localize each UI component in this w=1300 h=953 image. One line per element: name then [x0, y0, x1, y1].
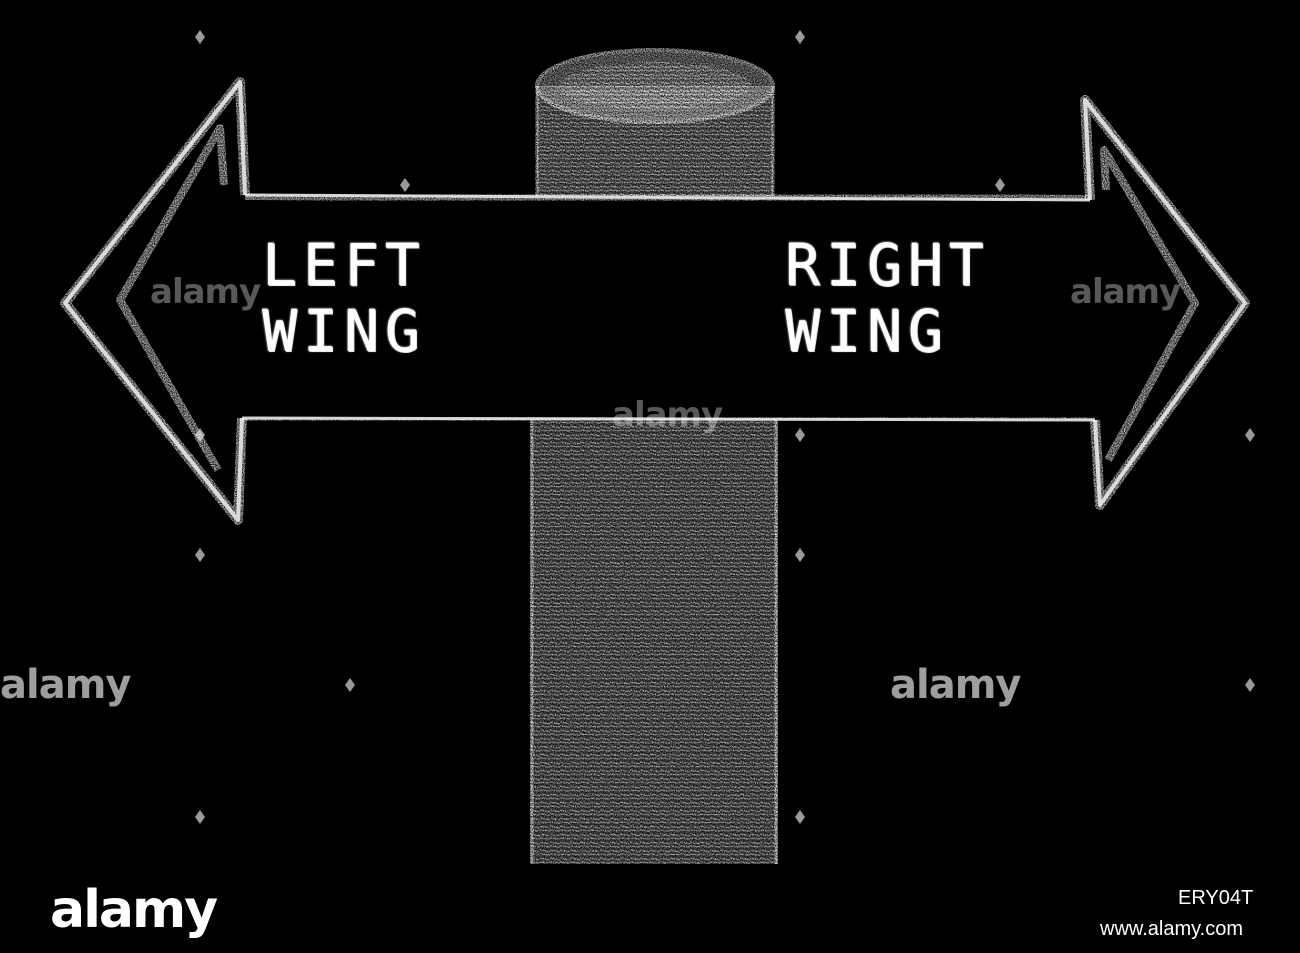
image-id: ERY04T	[1178, 887, 1254, 909]
watermark-diamond-icon	[345, 678, 355, 692]
watermark-footer	[0, 865, 1300, 953]
signpost-pole	[530, 48, 778, 864]
left-wing-label: LEFT WING	[262, 231, 426, 365]
watermark-logo: alamy	[1070, 272, 1181, 312]
watermark-logo: alamy	[0, 662, 131, 708]
alamy-logo: alamy	[50, 880, 218, 940]
watermark-logo: alamy	[150, 272, 261, 312]
watermark-diamond-icon	[400, 178, 410, 192]
watermark-diamond-icon	[195, 548, 205, 562]
right-wing-label: RIGHT WING	[785, 231, 990, 365]
watermark-diamond-icon	[1245, 678, 1255, 692]
watermark-diamond-icon	[995, 178, 1005, 192]
double-arrow	[60, 77, 1250, 525]
watermark-logo: alamy	[612, 395, 723, 435]
site-url: www.alamy.com	[1100, 918, 1243, 940]
watermark-diamond-icon	[795, 30, 805, 44]
watermark-diamond-icon	[795, 548, 805, 562]
watermark-diamond-icon	[1245, 428, 1255, 442]
watermark-diamond-icon	[195, 810, 205, 824]
watermark-diamond-icon	[795, 428, 805, 442]
watermark-diamond-icon	[195, 428, 205, 442]
watermark-logo: alamy	[890, 662, 1021, 708]
watermark-diamond-icon	[195, 30, 205, 44]
watermark-diamond-icon	[795, 810, 805, 824]
